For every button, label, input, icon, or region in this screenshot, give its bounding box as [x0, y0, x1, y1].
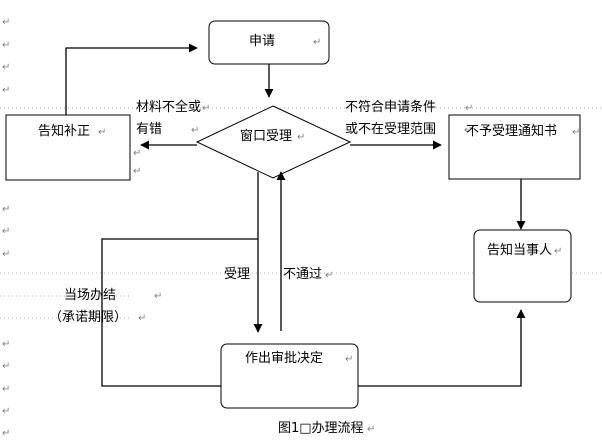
label-incomplete-line2: 有错: [136, 122, 163, 137]
paragraph-mark: ↵: [2, 406, 11, 417]
paragraph-mark: ↵: [367, 424, 376, 435]
paragraph-mark: ↵: [554, 246, 563, 257]
decision-label: 作出审批决定: [245, 351, 324, 366]
paragraph-mark: ↵: [2, 62, 11, 73]
label-not-meet-line1: 不符合申请条件: [345, 100, 437, 115]
notify-party-label: 告知当事人: [487, 243, 553, 258]
paragraph-mark: ↵: [465, 103, 474, 114]
paragraph-mark: ↵: [2, 361, 11, 372]
paragraph-mark: ↵: [191, 125, 200, 136]
paragraph-mark: ↵: [2, 40, 11, 51]
paragraph-mark: ↵: [2, 249, 11, 260]
window-label: 窗口受理: [240, 129, 293, 144]
apply-label: 申请: [249, 34, 276, 49]
label-accept: 受理: [224, 267, 251, 282]
arrow-decision-to-party: [358, 309, 526, 387]
paragraph-mark: ↵: [133, 148, 142, 159]
reject-notice-box: [448, 114, 581, 180]
paragraph-mark: ↵: [2, 204, 11, 215]
label-incomplete-line1: 材料不全或: [136, 100, 202, 115]
paragraph-mark: ↵: [2, 226, 11, 237]
paragraph-mark: ↵: [98, 127, 107, 138]
label-onsite-line1: 当场办结: [64, 288, 117, 303]
paragraph-mark: ↵: [2, 85, 11, 96]
paragraph-mark: ↵: [2, 339, 11, 350]
notify-fix-label: 告知补正: [38, 124, 91, 139]
label-onsite-line2: （承诺期限）: [49, 310, 128, 325]
decision-box: [220, 343, 359, 409]
reject-notice-label: 不予受理通知书: [466, 124, 558, 139]
paragraph-mark: ↵: [572, 127, 581, 138]
notify-party-box: [473, 229, 572, 303]
paragraph-mark: ↵: [2, 384, 11, 395]
paragraph-mark: ↵: [345, 354, 354, 365]
figure-caption: 图1□办理流程: [278, 421, 364, 436]
label-not-pass: 不通过: [283, 267, 323, 282]
paragraph-mark: ↵: [138, 313, 147, 324]
paragraph-mark: ↵: [2, 17, 11, 28]
notify-fix-box: [5, 114, 131, 181]
paragraph-mark: ↵: [464, 125, 473, 136]
window-diamond: [195, 105, 352, 179]
label-not-meet-line2: 或不在受理范围: [345, 122, 437, 137]
paragraph-mark: ↵: [133, 166, 142, 177]
line-onsite-branch: [101, 238, 258, 387]
arrow-fix-to-apply: [65, 43, 198, 115]
paragraph-mark: ↵: [2, 428, 11, 439]
paragraph-mark: ↵: [154, 291, 163, 302]
paragraph-mark: ↵: [202, 103, 211, 114]
paragraph-mark: ↵: [325, 270, 334, 281]
paragraph-mark: ↵: [297, 132, 306, 143]
paragraph-mark: ↵: [313, 37, 322, 48]
